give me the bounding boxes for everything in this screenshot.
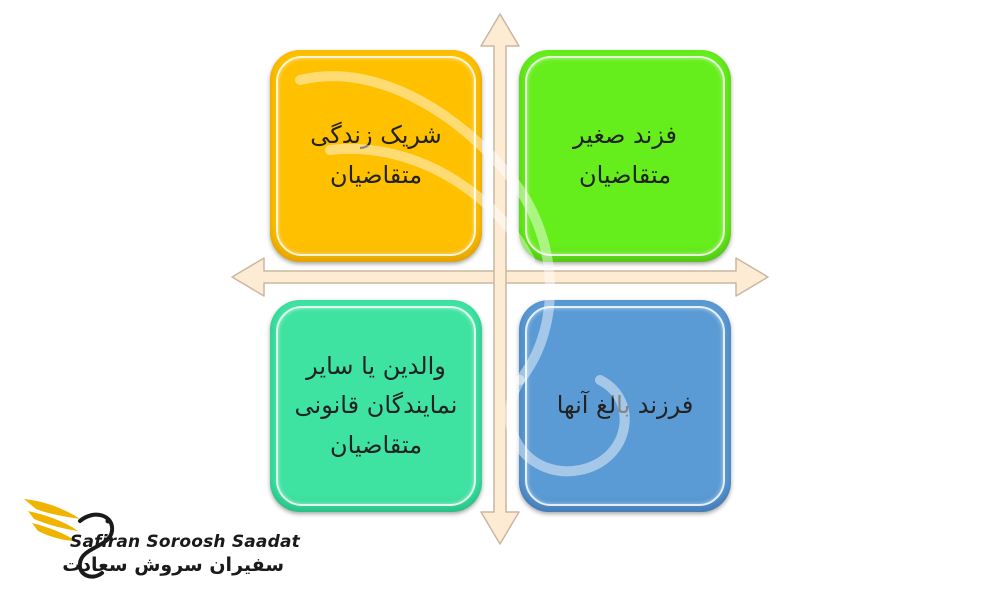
box-parents: والدین یا سایر نمایندگان قانونی متقاضیان — [270, 300, 482, 512]
box-spouse-line2: متقاضیان — [329, 161, 423, 189]
box-adult-child-line1: فرزند بالغ آنها — [556, 391, 694, 420]
box-minor-child-line2: متقاضیان — [578, 161, 672, 189]
box-spouse-line1: شریک زندگی — [310, 121, 442, 150]
box-spouse: شریک زندگی متقاضیان — [270, 50, 482, 262]
box-parents-line1: والدین یا سایر — [306, 351, 446, 380]
box-parents-line3: متقاضیان — [329, 430, 423, 459]
vertical-double-arrow — [480, 13, 520, 545]
box-adult-child: فرزند بالغ آنها — [519, 300, 731, 512]
logo-name-fa: سفیران سروش سعادت — [62, 554, 284, 576]
logo-name-en: Safiran Soroosh Saadat — [70, 532, 300, 552]
box-parents-line2: نمایندگان قانونی — [294, 391, 458, 420]
winged-swan-logo — [24, 499, 115, 579]
box-minor-child-line1: فزند صغیر — [572, 121, 678, 150]
box-minor-child: فزند صغیر متقاضیان — [519, 50, 731, 262]
